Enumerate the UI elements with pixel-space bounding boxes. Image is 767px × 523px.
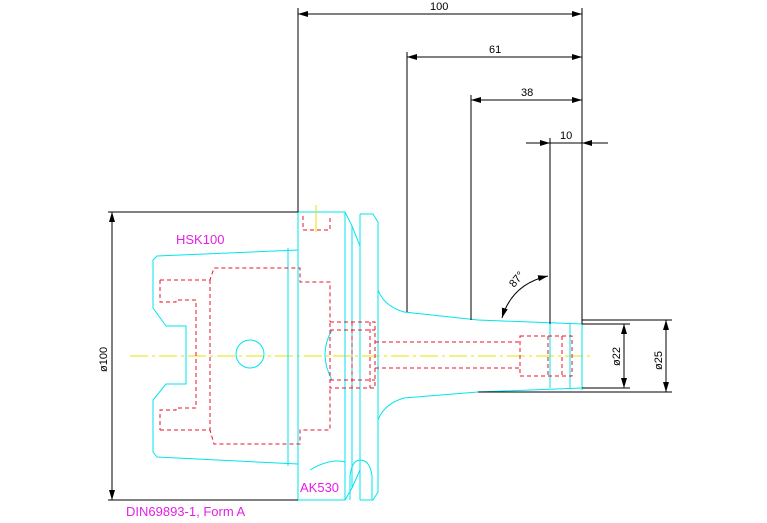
dim-diameter-22: ø22 (611, 347, 623, 366)
dimension-lines (108, 8, 672, 501)
hidden-lines (159, 205, 573, 445)
standard-label: DIN69893-1, Form A (126, 504, 246, 519)
dim-length-61: 61 (489, 44, 501, 56)
dim-diameter-25: ø25 (653, 351, 665, 370)
holder-outline (152, 211, 583, 501)
dim-angle: 87° (507, 269, 527, 289)
dim-length-10: 10 (560, 130, 572, 142)
holder-label: HSK100 (176, 232, 224, 247)
dim-length-38: 38 (521, 87, 533, 99)
dim-diameter-100: ø100 (98, 347, 110, 372)
dim-overall-length: 100 (430, 1, 448, 13)
key-label: AK530 (300, 480, 339, 495)
